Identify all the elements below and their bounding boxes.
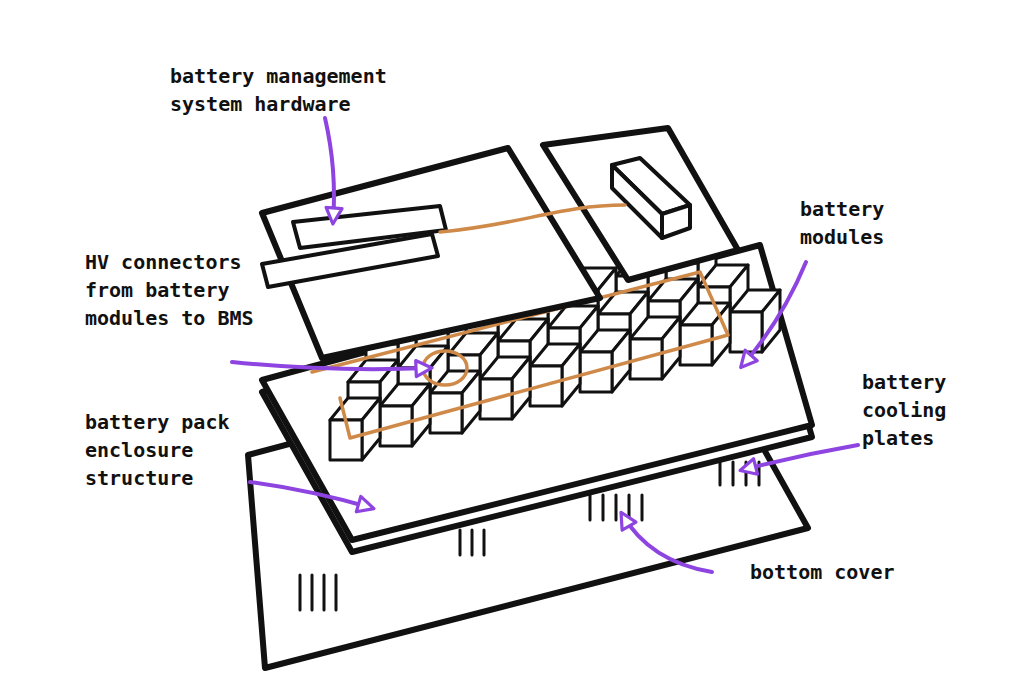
battery-module — [330, 398, 380, 460]
bms-hardware — [262, 158, 690, 287]
leader-arrow — [250, 482, 372, 508]
leader-arrow — [742, 445, 858, 470]
part-label: bottom cover — [750, 558, 970, 586]
part-label: battery management system hardware — [170, 62, 405, 118]
cooling-fin — [459, 530, 462, 555]
battery-module — [730, 290, 780, 352]
bms-board — [262, 234, 438, 287]
battery-module — [630, 317, 680, 379]
cooling-fin — [602, 495, 605, 520]
cooling-fin — [615, 495, 618, 520]
battery-module — [530, 344, 580, 406]
bms-unit — [662, 205, 690, 238]
battery-module — [380, 384, 430, 446]
part-label: HV connectors from battery modules to BM… — [85, 248, 265, 332]
part-label: battery pack enclosure structure — [85, 408, 250, 492]
part-label: battery cooling plates — [862, 368, 992, 452]
leader-arrow — [622, 514, 712, 572]
cooling-fin — [311, 575, 314, 610]
cooling-fin — [641, 495, 644, 520]
top-cover-plate — [543, 128, 738, 280]
leader-arrow — [232, 362, 430, 369]
cooling-fin — [732, 462, 735, 485]
cooling-fin — [471, 530, 474, 555]
battery-module — [580, 330, 630, 392]
top-cover-plate — [262, 148, 600, 358]
leader-arrows — [232, 118, 858, 572]
battery-module — [680, 303, 730, 365]
cooling-fin — [323, 575, 326, 610]
cooling-fin — [299, 575, 302, 610]
hv-wire — [440, 205, 625, 232]
cooling-fin — [719, 462, 722, 485]
bms-unit — [612, 165, 662, 238]
cooling-fin — [589, 495, 592, 520]
battery-module — [430, 371, 480, 433]
leader-arrow — [742, 262, 806, 366]
cooling-fin — [335, 575, 338, 610]
battery-module — [480, 357, 530, 419]
part-label: battery modules — [800, 195, 930, 251]
cooling-fin — [483, 530, 486, 555]
leader-arrow — [325, 118, 334, 222]
cooling-fin — [745, 462, 748, 485]
cooling-fin — [628, 495, 631, 520]
